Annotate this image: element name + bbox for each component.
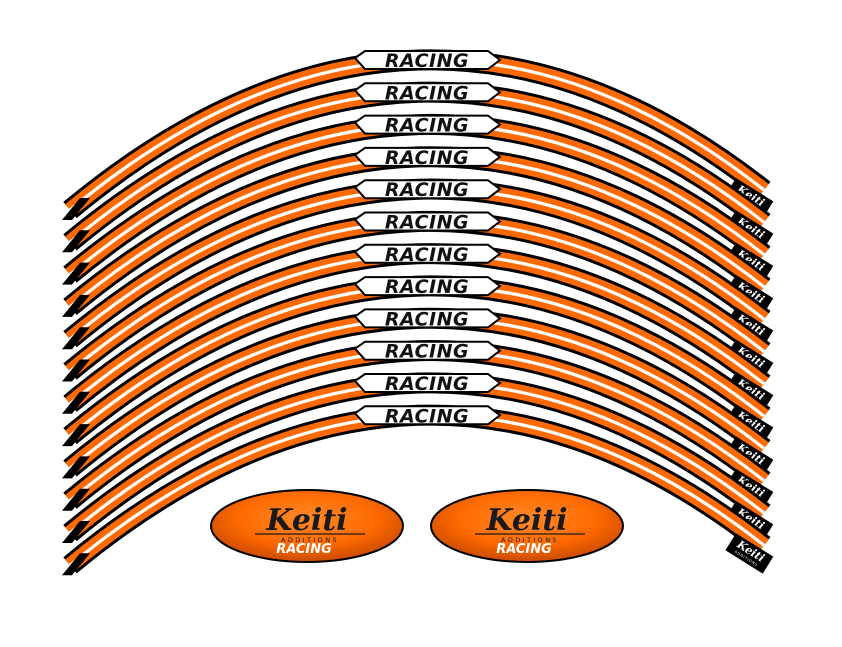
stripe-left-tip: [62, 198, 90, 220]
stripe-racing-label: RACING: [353, 147, 502, 169]
rim-stripe-set: KeitiADDITIONSRACINGKeitiADDITIONSRACING…: [62, 49, 774, 576]
badge-racing: RACING: [496, 542, 552, 557]
stripe-racing-label: RACING: [353, 114, 502, 137]
stripe-racing-label: RACING: [353, 405, 502, 427]
racing-text: RACING: [385, 179, 469, 201]
racing-text: RACING: [385, 341, 469, 363]
badge-brand: Keiti: [485, 503, 567, 538]
stripe-racing-label: RACING: [353, 179, 502, 201]
stripe-racing-label: RACING: [353, 211, 502, 234]
racing-text: RACING: [385, 276, 469, 298]
stripe-left-tip: [62, 424, 90, 447]
stripe-left-tip: [62, 262, 90, 285]
racing-text: RACING: [385, 244, 469, 266]
badge-brand: Keiti: [265, 503, 347, 538]
brand-badge-left: Keiti ADDITIONS RACING: [210, 489, 404, 563]
racing-text: RACING: [385, 212, 469, 234]
stripe-left-tip: [62, 294, 90, 317]
stripe-racing-label: RACING: [353, 373, 502, 395]
badge-oval: [430, 489, 624, 563]
racing-text: RACING: [385, 82, 469, 104]
racing-text: RACING: [385, 308, 469, 330]
stripe-racing-label: RACING: [353, 50, 502, 72]
badge-sub: ADDITIONS: [281, 536, 339, 544]
stripe-left-tip: [62, 230, 90, 253]
stripe-racing-label: RACING: [353, 340, 502, 363]
stripe-racing-label: RACING: [353, 308, 502, 330]
racing-text: RACING: [385, 373, 469, 395]
badge-racing: RACING: [276, 542, 332, 557]
badge-sub: ADDITIONS: [501, 536, 559, 544]
stripe-left-tip: [62, 359, 90, 382]
racing-text: RACING: [385, 50, 469, 72]
racing-text: RACING: [385, 115, 469, 137]
stripe-left-tip: [62, 327, 90, 350]
racing-text: RACING: [385, 147, 469, 169]
stripe-left-tip: [62, 521, 90, 543]
stripe-left-tip: [62, 553, 90, 576]
stripe-racing-label: RACING: [353, 82, 502, 104]
racing-text: RACING: [385, 405, 469, 427]
stripe-left-tip: [62, 488, 90, 511]
stripe-racing-label: RACING: [353, 244, 502, 266]
stripe-left-tip: [62, 391, 90, 414]
stripe-racing-label: RACING: [353, 276, 502, 298]
brand-badge-right: Keiti ADDITIONS RACING: [430, 489, 624, 563]
stripe-left-tip: [62, 456, 90, 479]
badge-oval: [210, 489, 404, 563]
